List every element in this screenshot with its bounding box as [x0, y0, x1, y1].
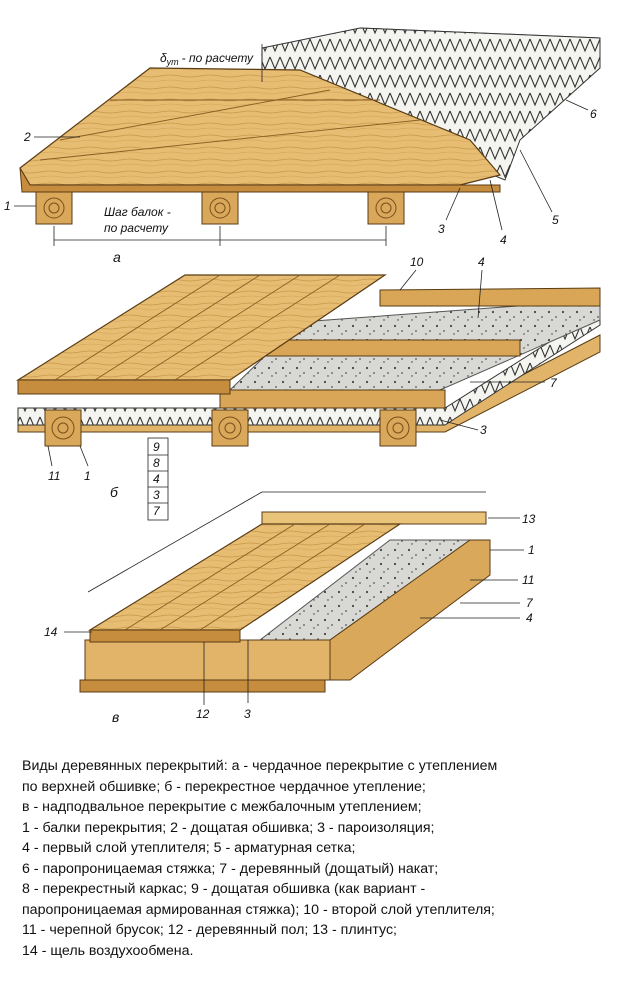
caption-line: 8 - перекрестный каркас; 9 - дощатая обш…: [22, 881, 426, 897]
caption-line: 4 - первый слой утеплителя; 5 - арматурн…: [22, 840, 356, 856]
callout-b-4: 4: [478, 255, 485, 269]
board-deck-b-edge: [17, 379, 231, 395]
beam-a-2: [201, 191, 239, 225]
callout-a-5: 5: [552, 213, 559, 227]
callout-a-1: 1: [4, 199, 11, 213]
callout-c-4: 4: [526, 611, 533, 625]
cross-frame-bar-2: [379, 287, 601, 307]
caption-line: 14 - щель воздухообмена.: [22, 942, 194, 959]
callout-b-11: 11: [48, 469, 60, 483]
cross-frame-bar-3: [219, 389, 446, 409]
beam-spacing-label-2: по расчету: [104, 221, 169, 235]
stack-b-3: 3: [153, 488, 160, 502]
caption-line: 1 - балки перекрытия; 2 - дощатая обшивк…: [22, 819, 435, 836]
figure-caption: Виды деревянных перекрытий: а - чердачно…: [22, 756, 612, 961]
callout-c-11: 11: [522, 573, 534, 587]
callout-c-7: 7: [526, 596, 534, 610]
caption-line: Виды деревянных перекрытий: а - чердачно…: [22, 758, 498, 774]
wood-floor-diagram: δут- по расчету Шаг балок - по расчету а…: [4, 27, 601, 725]
callout-b-1: 1: [84, 469, 91, 483]
stack-b-7: 7: [153, 504, 161, 518]
callout-c-14: 14: [44, 625, 58, 639]
beam-b-1: [44, 409, 82, 447]
thickness-label: δут- по расчету: [160, 51, 254, 67]
floor-boards-edge: [89, 629, 241, 643]
callout-c-3: 3: [244, 707, 251, 721]
board-deck-edge: [19, 167, 501, 193]
beam-spacing-label-1: Шаг балок -: [104, 205, 171, 219]
callout-c-12: 12: [196, 707, 210, 721]
caption-line: в - надподвальное перекрытие с межбалочн…: [22, 799, 422, 815]
caption-line: 11 - черепной брусок; 12 - деревянный по…: [22, 922, 397, 938]
panel-b-letter: б: [110, 484, 119, 500]
panel-a: δут- по расчету Шаг балок - по расчету а…: [4, 27, 601, 265]
caption-line: 6 - паропроницаемая стяжка; 7 - деревянн…: [22, 860, 439, 877]
callout-a-6: 6: [590, 107, 597, 121]
callout-b-7: 7: [550, 376, 558, 390]
callout-b-3: 3: [480, 423, 487, 437]
panel-b: 9 8 4 3 7 б 10 4 7 3 11 1: [15, 255, 601, 521]
callout-c-13: 13: [522, 512, 536, 526]
beam-b-3: [379, 409, 417, 447]
callout-c-1: 1: [528, 543, 535, 557]
stack-b-9: 9: [153, 440, 160, 454]
callout-a-2: 2: [23, 130, 31, 144]
panel-c: в 13 1 11 7 4 14 12 3: [44, 491, 536, 725]
beam-c-left: [84, 639, 331, 681]
callout-b-10: 10: [410, 255, 424, 269]
caption-line: по верхней обшивке; б - перекрестное чер…: [22, 778, 426, 795]
beam-a-1: [35, 191, 73, 225]
beam-a-3: [367, 191, 405, 225]
panel-c-letter: в: [112, 709, 119, 725]
caption-line: паропроницаемая армированная стяжка); 10…: [22, 901, 495, 918]
baseboard: [261, 511, 487, 525]
callout-a-4: 4: [500, 233, 507, 247]
panel-a-letter: а: [113, 249, 121, 265]
stack-b-4: 4: [153, 472, 160, 486]
stack-b-8: 8: [153, 456, 160, 470]
joist-strip: [79, 679, 326, 693]
beam-b-2: [211, 409, 249, 447]
callout-a-3: 3: [438, 222, 445, 236]
